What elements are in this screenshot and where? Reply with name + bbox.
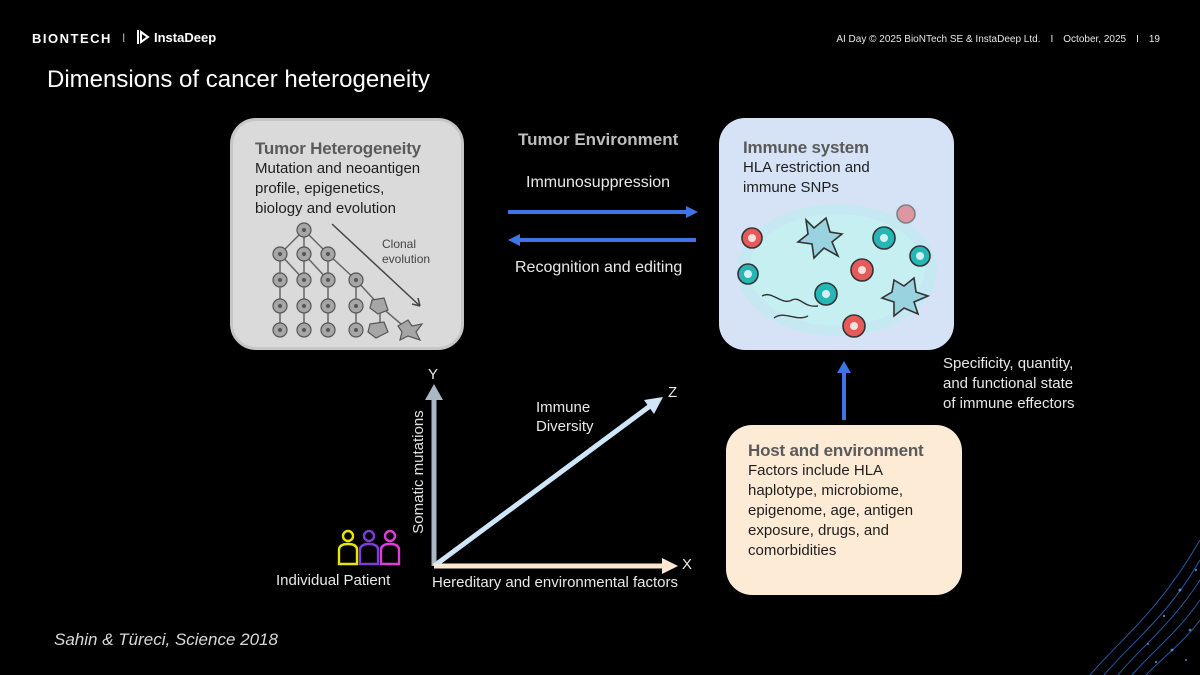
host-box-line: exposure, drugs, and — [748, 522, 889, 539]
effectors-line: Specificity, quantity, — [943, 355, 1074, 372]
clonal-evolution-tree-icon — [272, 222, 424, 342]
z-axis-line — [432, 403, 652, 569]
immune-cells-illustration-icon — [737, 204, 937, 338]
x-axis-arrow-icon — [662, 558, 678, 574]
header-separator: I — [1136, 34, 1139, 45]
immunosuppression-label: Immunosuppression — [526, 174, 671, 191]
slide-header-info: AI Day © 2025 BioNTech SE & InstaDeep Lt… — [836, 34, 1160, 45]
x-axis-label: Hereditary and environmental factors — [432, 574, 678, 591]
instadeep-mark-icon — [137, 30, 150, 44]
host-box-line: Factors include HLA — [748, 462, 884, 479]
z-axis-label-line: Immune — [536, 399, 591, 416]
arrow-head-up-icon — [837, 361, 851, 373]
host-environment-box: Host and environment Factors include HLA… — [726, 425, 962, 595]
recognition-label: Recognition and editing — [515, 259, 683, 276]
immune-box-line: HLA restriction and — [743, 159, 870, 176]
host-box-title: Host and environment — [748, 441, 924, 460]
host-to-immune-arrow — [837, 361, 851, 420]
clonal-label-line: evolution — [382, 252, 431, 266]
z-axis-label-line: Diversity — [536, 418, 594, 435]
y-axis-label: Somatic mutations — [410, 410, 427, 534]
instadeep-logo: InstaDeep — [136, 29, 216, 45]
arrow-head-left-icon — [508, 234, 520, 246]
environment-arrows — [508, 206, 698, 246]
x-axis-letter: X — [682, 556, 693, 573]
host-box-line: haplotype, microbiome, — [748, 482, 904, 499]
tumor-box-title: Tumor Heterogeneity — [255, 139, 421, 158]
individual-patient-label: Individual Patient — [276, 572, 391, 589]
immune-box-line: immune SNPs — [743, 179, 839, 196]
individual-patient-icon — [337, 529, 401, 566]
tumor-heterogeneity-box: Tumor Heterogeneity Mutation and neoanti… — [230, 118, 464, 350]
decorative-particle-swirl-icon — [1089, 539, 1200, 675]
instadeep-wordmark: InstaDeep — [154, 29, 217, 45]
clonal-evolution-label: Clonal evolution — [382, 237, 430, 267]
y-axis-arrow-icon — [425, 384, 443, 400]
z-axis-arrow-icon — [644, 397, 663, 414]
event-label: AI Day © 2025 BioNTech SE & InstaDeep Lt… — [836, 34, 1041, 45]
page-title: Dimensions of cancer heterogeneity — [47, 66, 430, 93]
host-box-line: comorbidities — [748, 542, 837, 559]
tumor-environment-title: Tumor Environment — [518, 130, 679, 149]
date-label: October, 2025 — [1063, 34, 1127, 45]
immune-box-title: Immune system — [743, 138, 869, 157]
effectors-line: and functional state — [943, 375, 1074, 392]
z-axis-label: Immune Diversity — [536, 398, 594, 436]
citation: Sahin & Türeci, Science 2018 — [54, 630, 278, 649]
y-axis-letter: Y — [428, 366, 439, 383]
arrow-head-right-icon — [686, 206, 698, 218]
page-number: 19 — [1148, 34, 1160, 45]
host-box-line: epigenome, age, antigen — [748, 502, 914, 519]
effectors-label: Specificity, quantity, and functional st… — [943, 354, 1074, 414]
biontech-logo: BIONTECH — [32, 31, 112, 46]
header-separator: I — [1050, 34, 1054, 45]
heterogeneity-axes — [425, 384, 678, 574]
clonal-label-line: Clonal — [382, 237, 417, 251]
effectors-line: of immune effectors — [943, 395, 1075, 412]
logo-separator: I — [122, 31, 126, 45]
tumor-box-line: Mutation and neoantigen — [255, 160, 421, 177]
tumor-box-line: biology and evolution — [255, 200, 396, 217]
tumor-box-line: profile, epigenetics, — [255, 180, 385, 197]
z-axis-letter: Z — [668, 384, 678, 401]
